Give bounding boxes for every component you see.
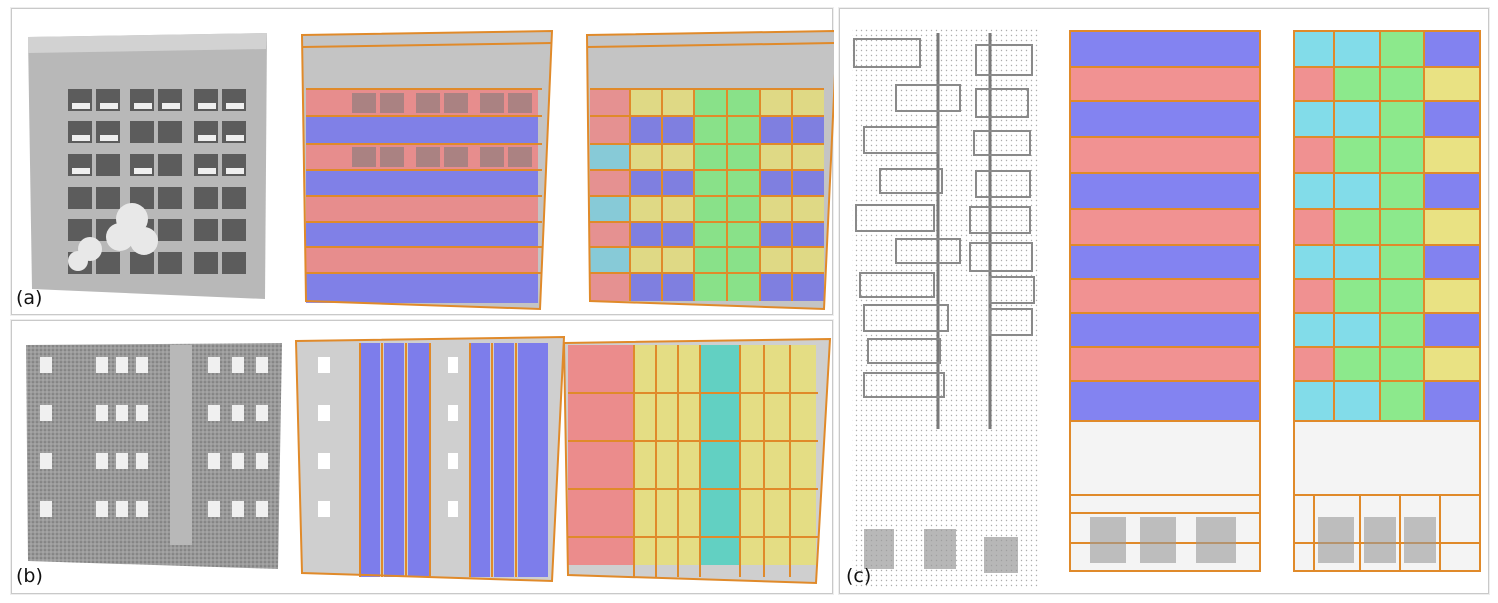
facade-a3-grid-segmentation <box>585 30 834 311</box>
facade-c2-row-segmentation <box>1069 30 1261 572</box>
label-b: (b) <box>16 565 43 587</box>
panel-c: (c) <box>839 8 1489 594</box>
panel-a: (a) <box>11 8 834 315</box>
facade-b3-grid-segmentation <box>562 337 832 585</box>
panel-c-figure <box>852 27 1481 587</box>
facade-c3-grid-segmentation <box>1293 30 1481 572</box>
panel-b: (b) <box>11 320 833 594</box>
panel-a-figure <box>28 29 834 311</box>
facade-a2-row-segmentation <box>300 29 554 311</box>
facade-b2-column-segmentation <box>294 335 566 583</box>
label-c: (c) <box>846 565 872 587</box>
panel-b-figure <box>26 335 832 585</box>
label-a: (a) <box>16 287 43 309</box>
facade-c1-point-cloud <box>852 27 1038 587</box>
facade-b1-point-cloud <box>26 343 282 569</box>
facade-a1-point-cloud <box>28 33 267 299</box>
